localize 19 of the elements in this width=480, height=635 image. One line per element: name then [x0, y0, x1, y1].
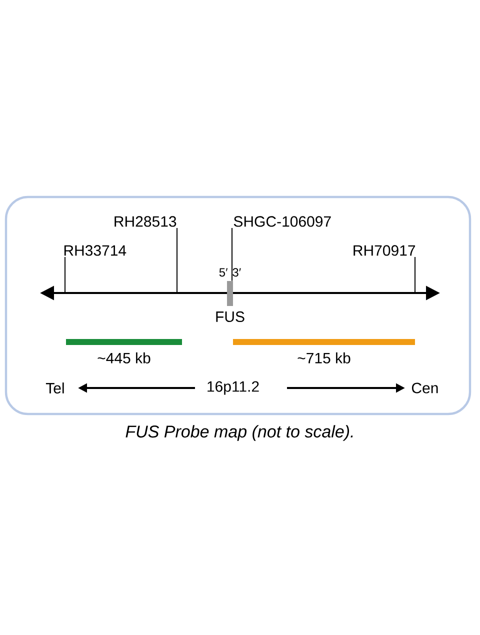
prime-label: 5′ — [219, 268, 228, 277]
gene-block — [227, 281, 233, 306]
marker-label: RH28513 — [114, 216, 176, 227]
marker-label: RH70917 — [354, 245, 416, 256]
prime-label: 3′ — [232, 268, 241, 277]
probe-bar — [233, 339, 415, 345]
probe-size-label: ~445 kb — [98, 352, 150, 364]
caption: FUS Probe map (not to scale). — [126, 425, 353, 441]
probe-bar — [66, 339, 182, 345]
region-label: Tel — [46, 382, 64, 394]
marker-tick — [414, 256, 416, 294]
marker-tick — [64, 256, 66, 294]
marker-tick — [176, 228, 178, 294]
probe-size-label: ~715 kb — [298, 352, 350, 364]
marker-label: RH33714 — [64, 245, 126, 256]
region-label: 16p11.2 — [208, 381, 259, 395]
marker-label: SHGC-106097 — [234, 216, 331, 227]
region-label: Cen — [412, 382, 438, 394]
gene-label: FUS — [216, 311, 244, 322]
